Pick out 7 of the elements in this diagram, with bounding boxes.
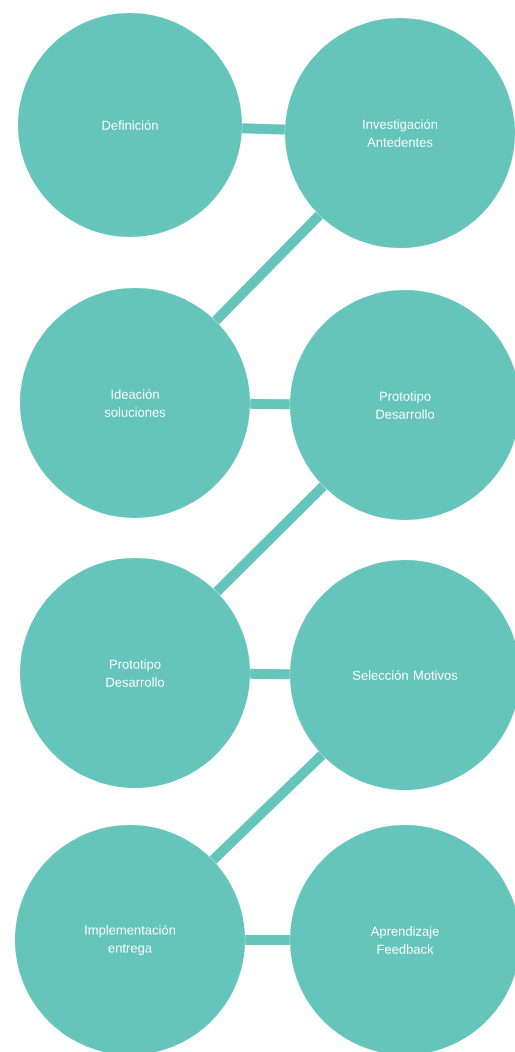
connector-line (250, 398, 290, 410)
connector-line (213, 482, 327, 596)
connector-line (245, 935, 290, 945)
connector-line (209, 751, 326, 864)
connector-line (250, 668, 290, 680)
connector-line (242, 123, 285, 135)
connector-line (212, 211, 323, 325)
